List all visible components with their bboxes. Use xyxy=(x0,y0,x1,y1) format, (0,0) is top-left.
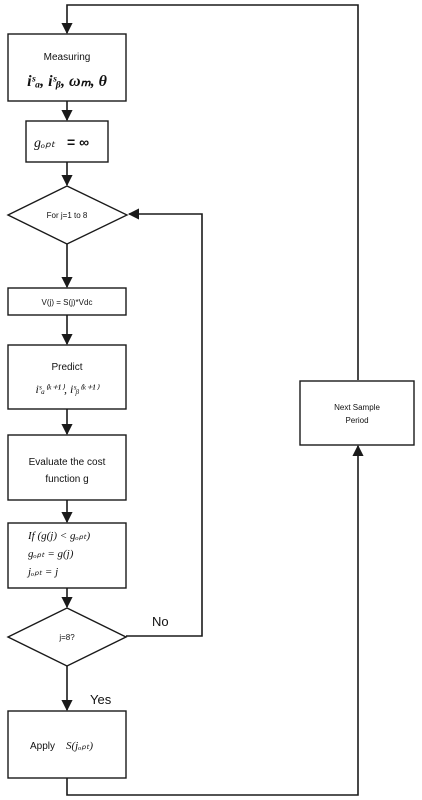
predict-title: Predict xyxy=(51,362,82,373)
measuring-box: Measuring iˢₐ, iˢᵦ, ωₘ, θ xyxy=(7,33,127,102)
yes-label: Yes xyxy=(90,692,112,707)
apply-text: Apply xyxy=(30,741,55,752)
compare-line-3: jₒₚₜ = j xyxy=(26,566,58,578)
voltage-box: V(j) = S(j)*Vdc xyxy=(7,287,127,316)
voltage-label: V(j) = S(j)*Vdc xyxy=(42,298,93,307)
predict-box: Predict iˢₐ⁽ᵏ⁺¹⁾, iˢᵦ⁽ᵏ⁺¹⁾ xyxy=(7,344,127,410)
no-loop-arrow xyxy=(126,208,203,637)
init-lhs: gₒₚₜ xyxy=(34,136,56,151)
compare-line-2: gₒₚₜ = g(j) xyxy=(28,548,74,560)
top-feedback-arrow xyxy=(61,4,359,380)
predict-variables: iˢₐ⁽ᵏ⁺¹⁾, iˢᵦ⁽ᵏ⁺¹⁾ xyxy=(35,382,99,396)
evaluate-line-1: Evaluate the cost xyxy=(29,457,106,468)
no-label: No xyxy=(152,614,169,629)
loop-diamond: For j=1 to 8 xyxy=(6,185,129,245)
apply-box: Apply S(jₒₚₜ) xyxy=(7,710,127,779)
next-sample-box: Next Sample Period xyxy=(299,380,415,446)
evaluate-box: Evaluate the cost function g xyxy=(7,434,127,501)
loop-label: For j=1 to 8 xyxy=(47,211,88,220)
init-box: gₒₚₜ = ∞ xyxy=(25,120,109,163)
decision-diamond: j=8? xyxy=(6,607,128,667)
next-sample-line-2: Period xyxy=(345,416,368,425)
compare-line-1: If (g(j) < gₒₚₜ) xyxy=(27,530,91,542)
measuring-variables: iˢₐ, iˢᵦ, ωₘ, θ xyxy=(27,73,107,90)
init-op: = ∞ xyxy=(67,134,89,150)
measuring-title: Measuring xyxy=(44,52,91,63)
evaluate-line-2: function g xyxy=(45,474,88,485)
compare-box: If (g(j) < gₒₚₜ) gₒₚₜ = g(j) jₒₚₜ = j xyxy=(7,522,127,589)
apply-expression: S(jₒₚₜ) xyxy=(66,740,93,752)
next-sample-line-1: Next Sample xyxy=(334,403,380,412)
decision-label: j=8? xyxy=(58,633,75,642)
bottom-feedback-arrow xyxy=(66,444,364,796)
